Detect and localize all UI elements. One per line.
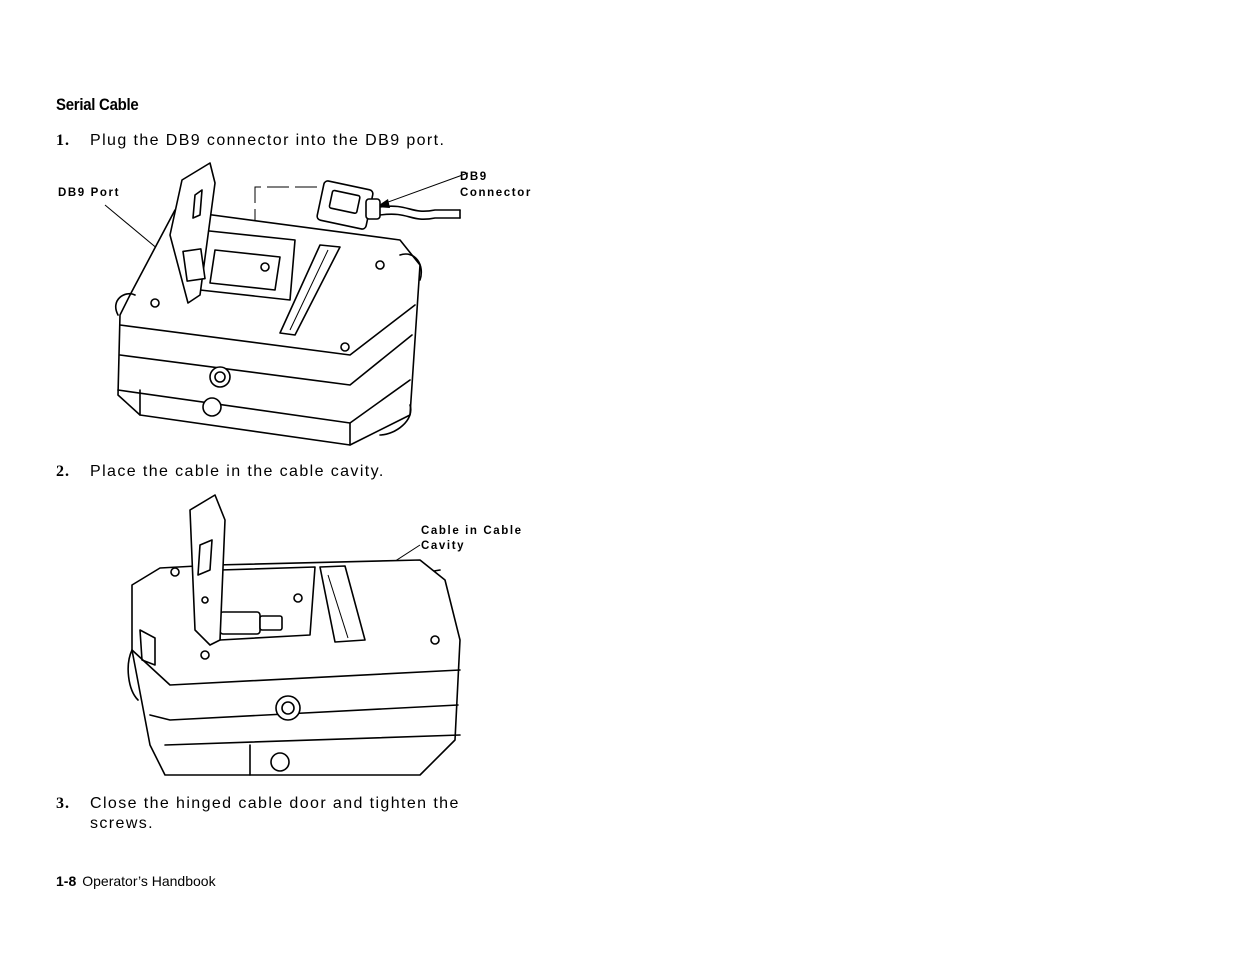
callout-db9-connector-line2: Connector: [460, 187, 532, 199]
figure-db9-connection: [104, 162, 469, 446]
callout-cable-cavity-line2: Cavity: [421, 540, 466, 552]
page-number: 1-8: [56, 873, 77, 889]
section-title: Serial Cable: [56, 95, 139, 114]
callout-cable-cavity-line1: Cable in Cable: [421, 525, 523, 537]
step-1-number: 1.: [56, 132, 70, 149]
book-title: Operator’s Handbook: [82, 873, 216, 889]
step-2-text: Place the cable in the cable cavity.: [90, 463, 385, 480]
step-2-number: 2.: [56, 463, 70, 480]
figure-cable-cavity: [127, 494, 461, 776]
step-3-text: Close the hinged cable door and tighten …: [90, 795, 460, 832]
callout-db9-port: DB9 Port: [58, 187, 121, 199]
page-footer: 1-8 Operator’s Handbook: [56, 873, 216, 889]
step-3-number: 3.: [56, 795, 70, 812]
step-1-text: Plug the DB9 connector into the DB9 port…: [90, 132, 446, 149]
